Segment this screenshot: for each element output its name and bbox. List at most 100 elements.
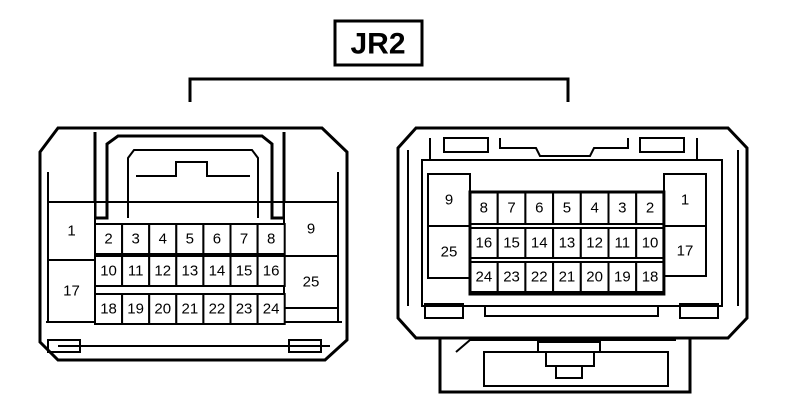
pin-cell [121,255,151,287]
pin-cell [524,191,555,225]
pin-number: 3 [618,200,626,217]
pin-number: 15 [503,235,520,252]
pin-19: 19 [607,261,638,293]
pin-20: 20 [579,261,610,293]
pin-17: 17 [47,259,96,323]
pin-cell [635,261,665,293]
pin-14: 14 [524,227,555,259]
pin-cell [579,261,610,293]
pin-cell [121,223,151,255]
pin-4: 4 [148,223,178,255]
pin-5: 5 [175,223,205,255]
pin-number: 5 [563,200,571,217]
pin-number: 9 [307,221,315,238]
pin-number: 11 [615,235,631,252]
pin-number: 19 [127,301,144,318]
pin-cell [469,227,499,259]
pin-11: 11 [607,227,638,259]
pin-cell [256,293,286,325]
pin-15: 15 [496,227,527,259]
pin-number: 12 [586,235,603,252]
pin-number: 13 [559,235,576,252]
pin-cell [175,255,205,287]
left-pin-grid: 1179252101831119412205132161422715238162… [47,201,339,325]
pin-15: 15 [229,255,259,287]
pin-4: 4 [579,191,610,225]
pin-number: 10 [642,235,659,252]
pin-number: 16 [263,263,280,280]
pin-number: 2 [646,200,654,217]
pin-number: 13 [182,263,199,280]
pin-number: 8 [480,200,488,217]
pin-18: 18 [635,261,665,293]
pin-number: 22 [209,301,226,318]
pin-17: 17 [663,225,707,277]
pin-cell [283,255,339,309]
pin-12: 12 [579,227,610,259]
pin-number: 18 [642,269,659,286]
pin-cell [256,255,286,287]
pin-number: 20 [154,301,171,318]
pin-8: 8 [469,191,499,225]
pin-21: 21 [175,293,205,325]
pin-cell [229,293,259,325]
pin-cell [148,255,178,287]
pin-number: 20 [586,269,603,286]
pin-cell [635,227,665,259]
pin-1: 1 [47,201,96,261]
pin-25: 25 [283,255,339,309]
title-box: JR2 [333,19,424,67]
pin-23: 23 [229,293,259,325]
pin-number: 25 [303,274,320,291]
pin-number: 17 [677,243,694,260]
right-pin-grid: 9251178162471523614225132141220311192101… [427,173,707,296]
pin-number: 6 [213,231,221,248]
pin-cell [427,225,471,279]
pin-22: 22 [524,261,555,293]
right-connector [396,126,749,394]
pin-number: 19 [614,269,631,286]
pin-cell [94,255,124,287]
pin-number: 14 [531,235,548,252]
pin-14: 14 [202,255,232,287]
pin-cell [524,227,555,259]
pin-number: 24 [476,269,493,286]
pin-number: 8 [267,231,275,248]
title-text: JR2 [350,28,405,61]
pin-3: 3 [607,191,638,225]
pin-16: 16 [469,227,499,259]
pin-11: 11 [121,255,151,287]
pin-3: 3 [121,223,151,255]
pin-24: 24 [469,261,499,293]
pin-number: 23 [503,269,520,286]
pin-number: 14 [209,263,226,280]
pin-number: 2 [104,231,112,248]
pin-cell [524,261,555,293]
pin-cell [663,173,707,227]
pin-5: 5 [552,191,582,225]
pin-number: 11 [128,263,144,280]
pin-number: 10 [100,263,117,280]
pin-cell [175,293,205,325]
pin-number: 12 [154,263,171,280]
pin-number: 15 [236,263,253,280]
pin-6: 6 [202,223,232,255]
pin-cell [635,191,665,225]
pin-cell [202,255,232,287]
pin-number: 4 [159,231,167,248]
pin-16: 16 [256,255,286,287]
pin-number: 22 [531,269,548,286]
pin-12: 12 [148,255,178,287]
pin-number: 16 [476,235,493,252]
pin-20: 20 [148,293,178,325]
pin-23: 23 [496,261,527,293]
pin-number: 7 [240,231,248,248]
pin-13: 13 [175,255,205,287]
pin-cell [663,225,707,277]
pin-cell [256,223,286,255]
pin-19: 19 [121,293,151,325]
pin-cell [175,223,205,255]
pin-9: 9 [427,173,471,227]
pin-8: 8 [256,223,286,255]
